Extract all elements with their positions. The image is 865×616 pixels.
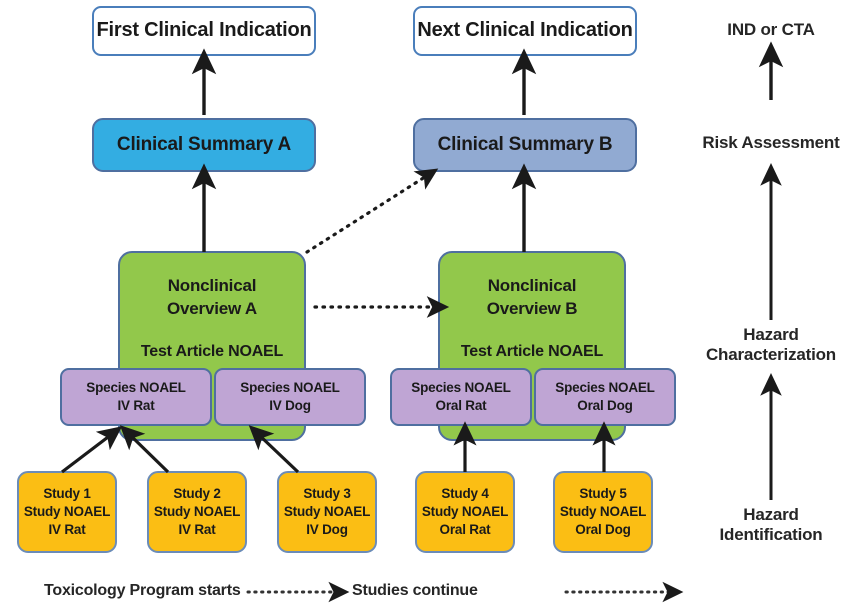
risk-assessment-text: Risk Assessment [702,133,840,152]
hazard-characterization-line2: Characterization [705,345,836,365]
study-1-line3: IV Rat [48,522,86,538]
overview-a-title-line1: Nonclinical [167,276,257,295]
study-2-box[interactable]: Study 2 Study NOAEL IV Rat [147,471,247,553]
species-noael-oral-rat-box[interactable]: Species NOAEL Oral Rat [390,368,532,426]
clinical-summary-b-label: Clinical Summary B [437,133,613,155]
ind-or-cta-text: IND or CTA [727,20,815,39]
label-ind-or-cta: IND or CTA [686,20,856,40]
nonclinical-overview-a-box[interactable]: Nonclinical Overview A Test Article NOAE… [118,251,306,441]
species-noael-iv-dog-box[interactable]: Species NOAEL IV Dog [214,368,366,426]
overview-b-title-line2: Overview B [486,298,578,318]
hazard-characterization-line1: Hazard [743,325,799,344]
label-hazard-characterization: Hazard Characterization [678,325,864,366]
overview-a-title-line2: Overview A [167,298,257,318]
species-noael-iv-rat-box[interactable]: Species NOAEL IV Rat [60,368,212,426]
study-3-box[interactable]: Study 3 Study NOAEL IV Dog [277,471,377,553]
study-3-line3: IV Dog [306,522,348,538]
study-5-line2: Study NOAEL [559,503,647,519]
study-4-line2: Study NOAEL [421,503,509,519]
study-2-line1: Study 2 [173,485,221,501]
study-2-line3: IV Rat [178,522,216,538]
caption-left-text: Toxicology Program starts [44,582,241,599]
study-1-line1: Study 1 [43,485,91,501]
study-2-line2: Study NOAEL [153,503,241,519]
caption-studies-continue: Studies continue [352,582,478,600]
study-5-line1: Study 5 [579,485,627,501]
hazard-identification-line2: Identification [719,525,823,545]
study-4-line3: Oral Rat [439,522,491,538]
species-noael-oral-dog-box[interactable]: Species NOAEL Oral Dog [534,368,676,426]
species-oral-dog-line2: Oral Dog [577,398,633,413]
study-3-line2: Study NOAEL [283,503,371,519]
next-clinical-indication-box[interactable]: Next Clinical Indication [413,6,637,56]
label-risk-assessment: Risk Assessment [678,133,864,153]
next-clinical-indication-label: Next Clinical Indication [417,19,633,42]
overview-a-title: Nonclinical Overview A [167,275,257,321]
species-oral-rat-line2: Oral Rat [435,398,487,413]
first-clinical-indication-box[interactable]: First Clinical Indication [92,6,316,56]
overview-b-title: Nonclinical Overview B [487,275,578,321]
study-4-line1: Study 4 [441,485,489,501]
species-iv-dog-line1: Species NOAEL [240,380,340,396]
overview-b-subtitle: Test Article NOAEL [460,342,604,360]
species-iv-rat-line2: IV Rat [117,398,155,413]
dotted-arrow-overview-a-to-summary-b [305,168,439,254]
study-5-line3: Oral Dog [575,522,631,538]
arrow-study1-to-species-a-rat [61,426,123,474]
clinical-summary-b-box[interactable]: Clinical Summary B [413,118,637,172]
clinical-summary-a-label: Clinical Summary A [116,133,292,155]
caption-toxicology-program-starts: Toxicology Program starts [44,582,241,600]
caption-right-text: Studies continue [352,582,478,599]
first-clinical-indication-label: First Clinical Indication [96,19,312,42]
species-oral-rat-line1: Species NOAEL [411,380,511,396]
label-hazard-identification: Hazard Identification [678,505,864,546]
study-3-line1: Study 3 [303,485,351,501]
species-iv-rat-line1: Species NOAEL [86,380,186,396]
overview-a-subtitle: Test Article NOAEL [140,342,284,360]
study-5-box[interactable]: Study 5 Study NOAEL Oral Dog [553,471,653,553]
hazard-identification-line1: Hazard [743,505,799,524]
species-iv-dog-line2: IV Dog [269,398,311,413]
study-1-box[interactable]: Study 1 Study NOAEL IV Rat [17,471,117,553]
overview-b-title-line1: Nonclinical [487,276,577,295]
study-1-line2: Study NOAEL [23,503,111,519]
species-oral-dog-line1: Species NOAEL [555,380,655,396]
clinical-summary-a-box[interactable]: Clinical Summary A [92,118,316,172]
study-4-box[interactable]: Study 4 Study NOAEL Oral Rat [415,471,515,553]
